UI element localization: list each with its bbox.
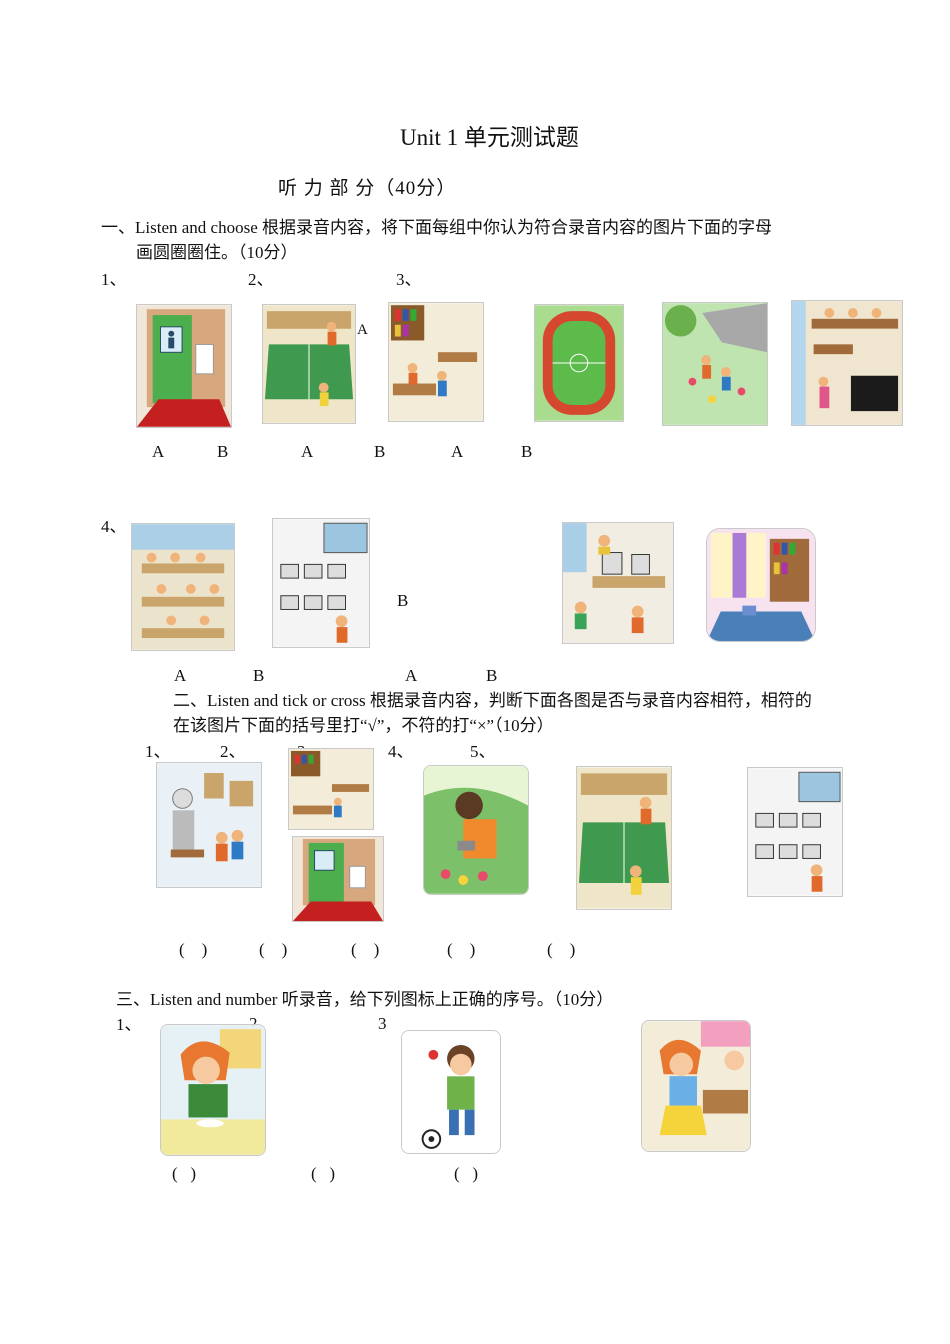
picture-girl-shopping (641, 1020, 751, 1152)
label-4b: B (253, 666, 265, 685)
part1-instruction-line2: 画圆圈圈住。（10分） (136, 243, 298, 262)
picture-playground (534, 304, 624, 422)
label-1a: A (152, 442, 165, 461)
label-2b: B (374, 442, 386, 461)
picture-computer-room-2 (747, 767, 843, 897)
part1-q2-number: 2、 (248, 270, 274, 289)
label-1b: B (217, 442, 229, 461)
part2-number-5: 5、 (470, 742, 496, 761)
label-2a: A (301, 442, 314, 461)
stray-letter-b: B (397, 591, 409, 610)
part3-instruction: 三、Listen and number 听录音，给下列图标上正确的序号。（10分… (116, 990, 614, 1009)
number-paren-3[interactable]: ( ) (454, 1164, 479, 1183)
picture-boy-football (401, 1030, 501, 1154)
part2-number-2: 2、 (220, 742, 246, 761)
part3-number-2: 2 (249, 1014, 258, 1033)
label-4d: B (486, 666, 498, 685)
picture-toilet-door-small (292, 836, 384, 922)
label-3b: B (521, 442, 533, 461)
page-title: Unit 1 单元测试题 (400, 125, 579, 150)
picture-toilet-door (136, 304, 232, 428)
picture-garden (662, 302, 768, 426)
picture-ping-pong-room-2 (576, 766, 672, 910)
part2-instruction-line2: 在该图片下面的括号里打“√”，不符的打“×”（10分） (173, 716, 554, 735)
answer-paren-4[interactable]: ( ) (447, 940, 476, 959)
picture-bedroom (706, 528, 816, 642)
picture-girl-eating (160, 1024, 266, 1156)
number-paren-2[interactable]: ( ) (311, 1164, 336, 1183)
picture-canteen (131, 523, 235, 651)
part1-q1-number: 1、 (101, 270, 127, 289)
picture-art-room (156, 762, 262, 888)
answer-paren-3[interactable]: ( ) (351, 940, 380, 959)
answer-paren-1[interactable]: ( ) (179, 940, 208, 959)
label-4c: A (405, 666, 418, 685)
stray-letter-a: A (357, 322, 368, 338)
part1-instruction-line1: 一、Listen and choose 根据录音内容，将下面每组中你认为符合录音… (101, 218, 772, 237)
picture-office (562, 522, 674, 644)
picture-computer-room (272, 518, 370, 648)
part1-q3-number: 3、 (396, 270, 422, 289)
label-3a: A (451, 442, 464, 461)
picture-watering-flowers (423, 765, 529, 895)
picture-music-room (791, 300, 903, 426)
part2-number-1: 1、 (145, 742, 171, 761)
part2-number-4: 4、 (388, 742, 414, 761)
picture-library (388, 302, 484, 422)
part3-number-3: 3 (378, 1014, 387, 1033)
part1-q4-number: 4、 (101, 517, 127, 536)
picture-library-small (288, 748, 374, 830)
section-subtitle: 听 力 部 分（40分） (278, 178, 457, 199)
label-4a: A (174, 666, 187, 685)
answer-paren-5[interactable]: ( ) (547, 940, 576, 959)
answer-paren-2[interactable]: ( ) (259, 940, 288, 959)
number-paren-1[interactable]: ( ) (172, 1164, 197, 1183)
picture-ping-pong-room (262, 304, 356, 424)
part2-instruction-line1: 二、Listen and tick or cross 根据录音内容，判断下面各图… (173, 691, 812, 710)
part3-number-1: 1、 (116, 1015, 142, 1034)
